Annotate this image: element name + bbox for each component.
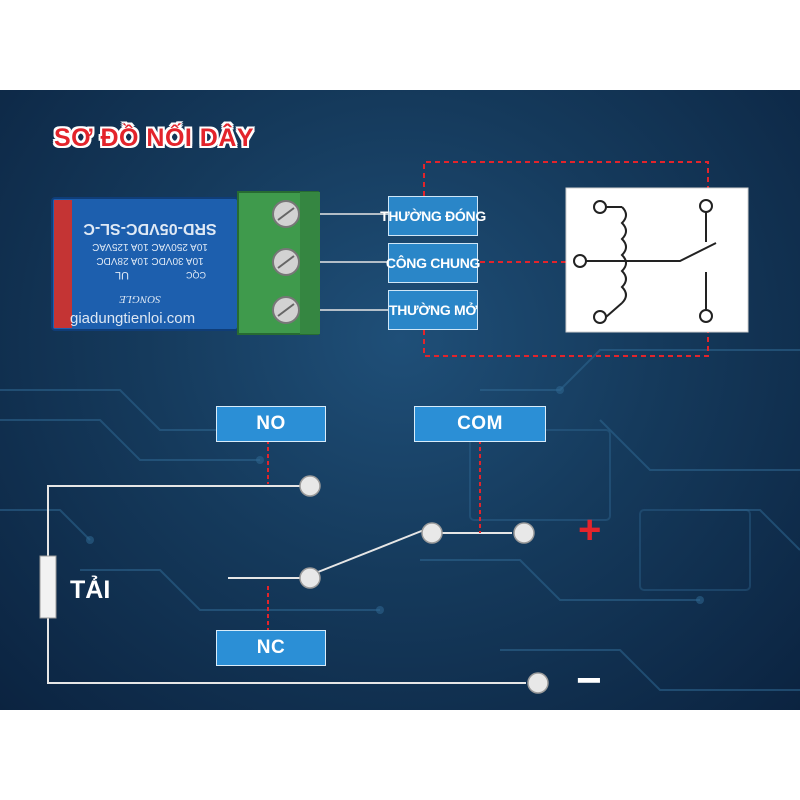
- relay-model-text: SRD-05VDC-SL-C: [83, 220, 217, 237]
- plus-sign: +: [578, 508, 602, 552]
- nc-contact-terminal: [699, 199, 713, 213]
- nc-terminal-box: NC: [216, 630, 326, 666]
- relay-pcb-edge: [54, 200, 72, 328]
- coil-terminal-bottom: [593, 310, 607, 324]
- switch-pivot-node: [421, 522, 443, 544]
- no-terminal-box: NO: [216, 406, 326, 442]
- relay-schematic: [565, 187, 749, 333]
- diagram-title: SƠ ĐỒ NỐI DÂY: [54, 124, 255, 152]
- relay-cert-ul: UL: [115, 269, 129, 281]
- terminal-leader-lines: [320, 213, 388, 311]
- negative-terminal-node: [527, 672, 549, 694]
- terminal-screw-3: [272, 296, 300, 324]
- coil-terminal-top: [593, 200, 607, 214]
- red-dashed-frame: [423, 161, 709, 357]
- relay-cert-cqc: CQC: [186, 270, 207, 280]
- relay-module: SRD-05VDC-SL-C 10A 250VAC 10A 125VAC 10A…: [51, 197, 239, 331]
- relay-rating-line-1: 10A 250VAC 10A 125VAC: [92, 241, 208, 252]
- load-resistor-icon: [39, 555, 57, 619]
- load-label: TẢI: [70, 576, 111, 604]
- load-circuit: [39, 440, 549, 694]
- label-normally-open: THƯỜNG MỞ: [388, 290, 478, 330]
- watermark-text: giadungtienloi.com: [70, 310, 196, 327]
- relay-rating-line-2: 10A 30VDC 10A 28VDC: [96, 255, 203, 266]
- label-normally-closed: THƯỜNG ĐÓNG: [380, 196, 486, 236]
- no-contact-terminal: [699, 309, 713, 323]
- relay-brand-text: SONGLE: [119, 293, 161, 305]
- com-terminal-box: COM: [414, 406, 546, 442]
- terminal-screw-2: [272, 248, 300, 276]
- no-terminal-node: [299, 475, 321, 497]
- terminal-block: [237, 191, 320, 335]
- minus-sign: −: [576, 656, 602, 705]
- terminal-screw-1: [272, 200, 300, 228]
- common-terminal: [573, 254, 587, 268]
- label-common: CÔNG CHUNG: [386, 243, 480, 283]
- positive-terminal-node: [513, 522, 535, 544]
- nc-terminal-node: [299, 567, 321, 589]
